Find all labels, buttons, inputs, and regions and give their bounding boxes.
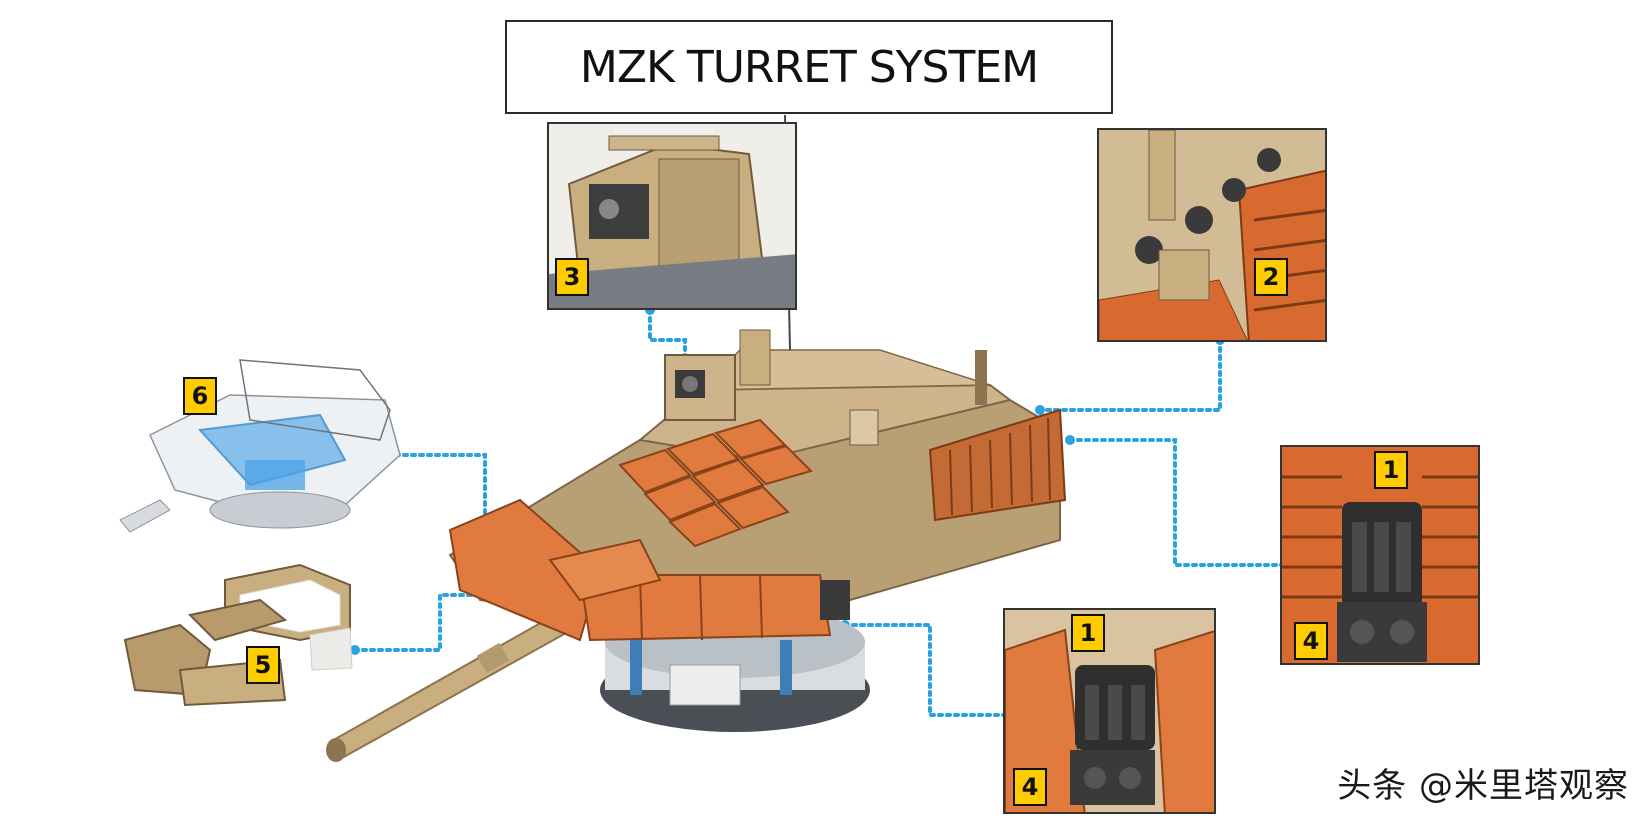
callout-1-right: 1 [1374,451,1408,489]
callout-1-bottom: 1 [1071,614,1105,652]
inset-rear-armor-module: 1 4 [1280,445,1480,665]
callout-6: 6 [183,377,217,415]
title-box: MZK TURRET SYSTEM [505,20,1113,114]
module-6-ghost-view [119,359,401,533]
callout-2: 2 [1254,258,1288,296]
inset-commander-sight: 3 [547,122,797,310]
module-5-armor-kit [123,563,353,707]
callout-5: 5 [246,646,280,684]
diagram-title: MZK TURRET SYSTEM [579,41,1039,93]
inset-front-module: 1 4 [1003,608,1216,814]
callout-4-right: 4 [1294,622,1328,660]
callout-3: 3 [555,258,589,296]
inset-rear-sensors: 2 [1097,128,1327,342]
main-gun-barrel [326,610,577,762]
callout-4-bottom: 4 [1013,768,1047,806]
roof-armor-tiles [618,418,813,548]
watermark-text: 头条 @米里塔观察 [1337,766,1629,806]
turret-hull [448,114,1067,642]
